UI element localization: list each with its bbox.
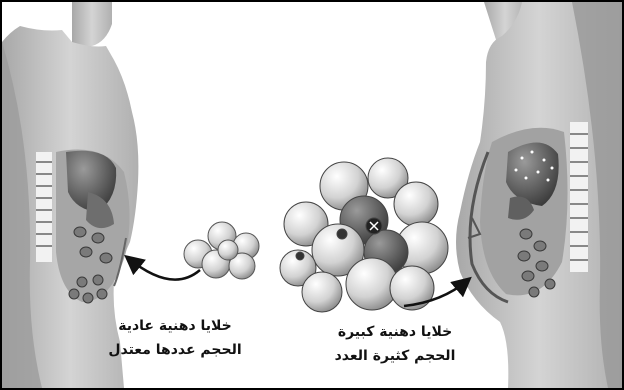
fat-cell <box>218 240 238 260</box>
fat-cell <box>394 182 438 226</box>
large-fat-cells-label-line2: الحجم كثيرة العدد <box>320 344 470 368</box>
large-fat-cells-label: خلايا دهنية كبيرة الحجم كثيرة العدد <box>320 320 470 368</box>
normal-fat-cells-label: خلايا دهنية عادية الحجم عددها معتدل <box>100 314 250 362</box>
fat-cell <box>390 266 434 310</box>
obese-body-figure <box>456 2 622 388</box>
slim-spine <box>36 152 52 262</box>
fat-cell-nucleus <box>296 252 304 260</box>
fat-cell-nucleus <box>337 229 347 239</box>
large-fat-cells-cluster <box>280 158 448 312</box>
obese-spine <box>570 122 588 272</box>
fat-cell <box>302 272 342 312</box>
normal-fat-cells-label-line1: خلايا دهنية عادية <box>100 314 250 338</box>
normal-fat-cells-label-line2: الحجم عددها معتدل <box>100 338 250 362</box>
normal-fat-cells-cluster <box>184 222 259 279</box>
large-fat-cells-label-line1: خلايا دهنية كبيرة <box>320 320 470 344</box>
